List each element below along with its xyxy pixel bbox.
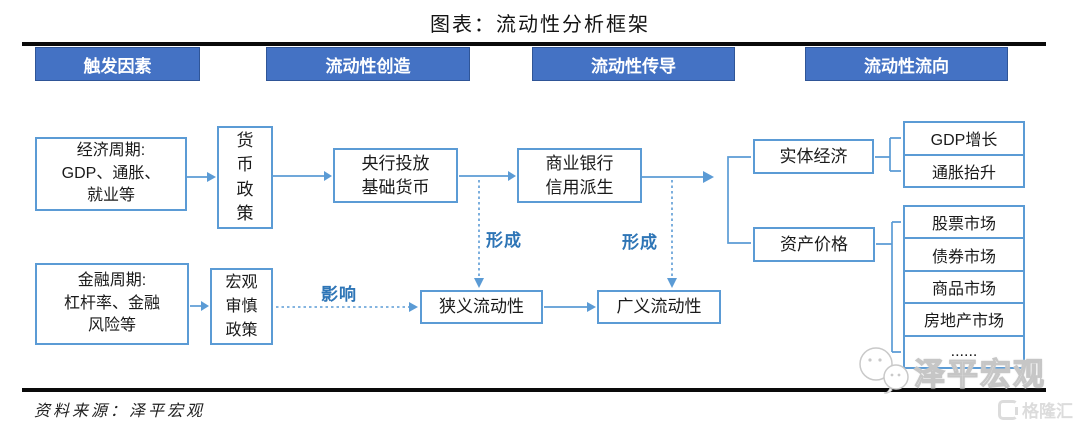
node-market-ellipsis: ...... xyxy=(905,334,1023,367)
node-commercial-bank-credit: 商业银行 信用派生 xyxy=(517,148,642,203)
watermark-brand-text: 泽平宏观 xyxy=(913,357,1046,392)
node-financial-cycle: 金融周期: 杠杆率、金融 风险等 xyxy=(35,263,189,345)
node-economic-cycle: 经济周期: GDP、通胀、 就业等 xyxy=(35,137,187,211)
chat-bubbles-icon xyxy=(859,347,909,394)
node-asset-price: 资产价格 xyxy=(753,227,875,262)
node-inflation-rise: 通胀抬升 xyxy=(905,153,1023,187)
node-real-estate-market: 房地产市场 xyxy=(905,302,1023,334)
gelonghui-logo-text: 格隆汇 xyxy=(1022,402,1073,421)
stage-header-trigger-factors: 触发因素 xyxy=(35,47,200,81)
node-narrow-liquidity: 狭义流动性 xyxy=(420,290,543,324)
node-real-economy: 实体经济 xyxy=(753,139,874,174)
node-bond-market: 债券市场 xyxy=(905,237,1023,269)
node-gdp-growth: GDP增长 xyxy=(930,132,998,150)
stage-header-liquidity-transmission: 流动性传导 xyxy=(532,47,735,81)
node-central-bank-base-money: 央行投放 基础货币 xyxy=(333,148,458,203)
node-commodity-market: 商品市场 xyxy=(905,269,1023,302)
node-stock-market: 股票市场 xyxy=(931,216,996,234)
stage-header-liquidity-creation: 流动性创造 xyxy=(266,47,470,81)
bottom-rule xyxy=(22,388,1046,392)
edge-label-form-narrow: 形成 xyxy=(486,231,522,250)
edge-label-form-broad: 形成 xyxy=(622,233,658,252)
asset-market-list: 股票市场 债券市场 商品市场 房地产市场 ...... xyxy=(903,205,1025,369)
gelonghui-logo: 格隆汇 xyxy=(998,397,1073,422)
brand-watermark: 泽平宏观 xyxy=(852,344,1046,394)
diagram-title: 图表：流动性分析框架 xyxy=(430,14,650,36)
source-note: 资料来源：泽平宏观 xyxy=(34,403,206,420)
top-rule xyxy=(22,42,1046,46)
node-monetary-policy: 货 币 政 策 xyxy=(217,126,273,229)
node-broad-liquidity: 广义流动性 xyxy=(597,290,721,324)
real-economy-output-list: GDP增长 通胀抬升 xyxy=(903,121,1025,188)
stage-header-liquidity-flow: 流动性流向 xyxy=(805,47,1008,81)
edge-label-influence: 影响 xyxy=(321,285,357,304)
gelonghui-g-icon xyxy=(998,399,1018,420)
node-macroprudential-policy: 宏观 审慎 政策 xyxy=(210,268,273,345)
